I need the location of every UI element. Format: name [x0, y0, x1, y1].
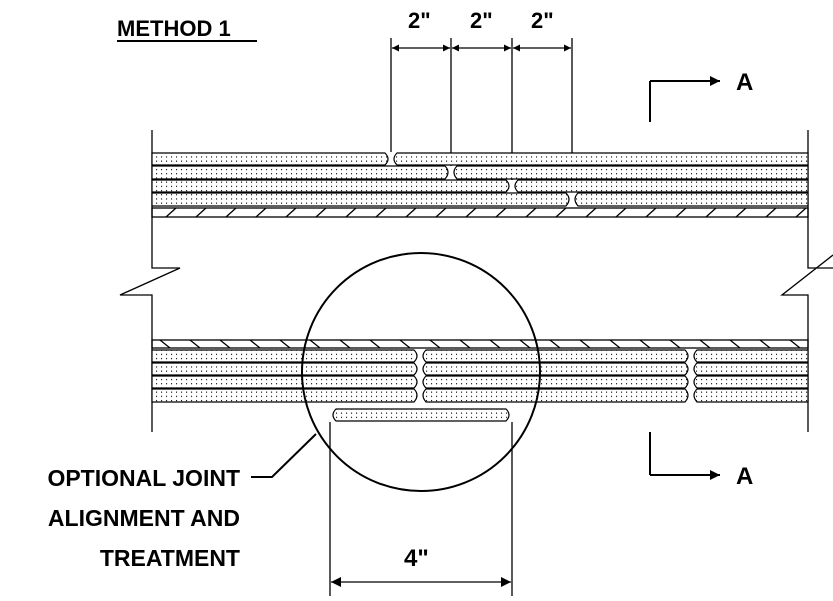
callout-line-3: TREATMENT — [100, 545, 240, 571]
upper-pavement-section — [151, 152, 809, 218]
callout-line-2: ALIGNMENT AND — [48, 505, 240, 531]
callout-leader — [251, 433, 317, 478]
lower-pavement-section — [151, 339, 809, 422]
section-label-bottom: A — [736, 463, 753, 490]
section-marker-bottom — [649, 432, 720, 480]
diagram-title: METHOD 1 — [117, 16, 231, 41]
callout-line-1: OPTIONAL JOINT — [47, 465, 240, 491]
joint-treatment-strip — [332, 408, 510, 422]
section-label-top: A — [736, 69, 753, 96]
section-marker-top — [649, 76, 720, 122]
bottom-dimension — [329, 422, 513, 596]
dim-label-top-3: 2" — [531, 8, 554, 33]
pavement-edge-left — [119, 130, 181, 432]
dim-label-top-1: 2" — [408, 8, 431, 33]
dim-label-bottom: 4" — [404, 545, 429, 572]
dim-label-top-2: 2" — [470, 8, 493, 33]
detail-circle — [301, 252, 541, 492]
